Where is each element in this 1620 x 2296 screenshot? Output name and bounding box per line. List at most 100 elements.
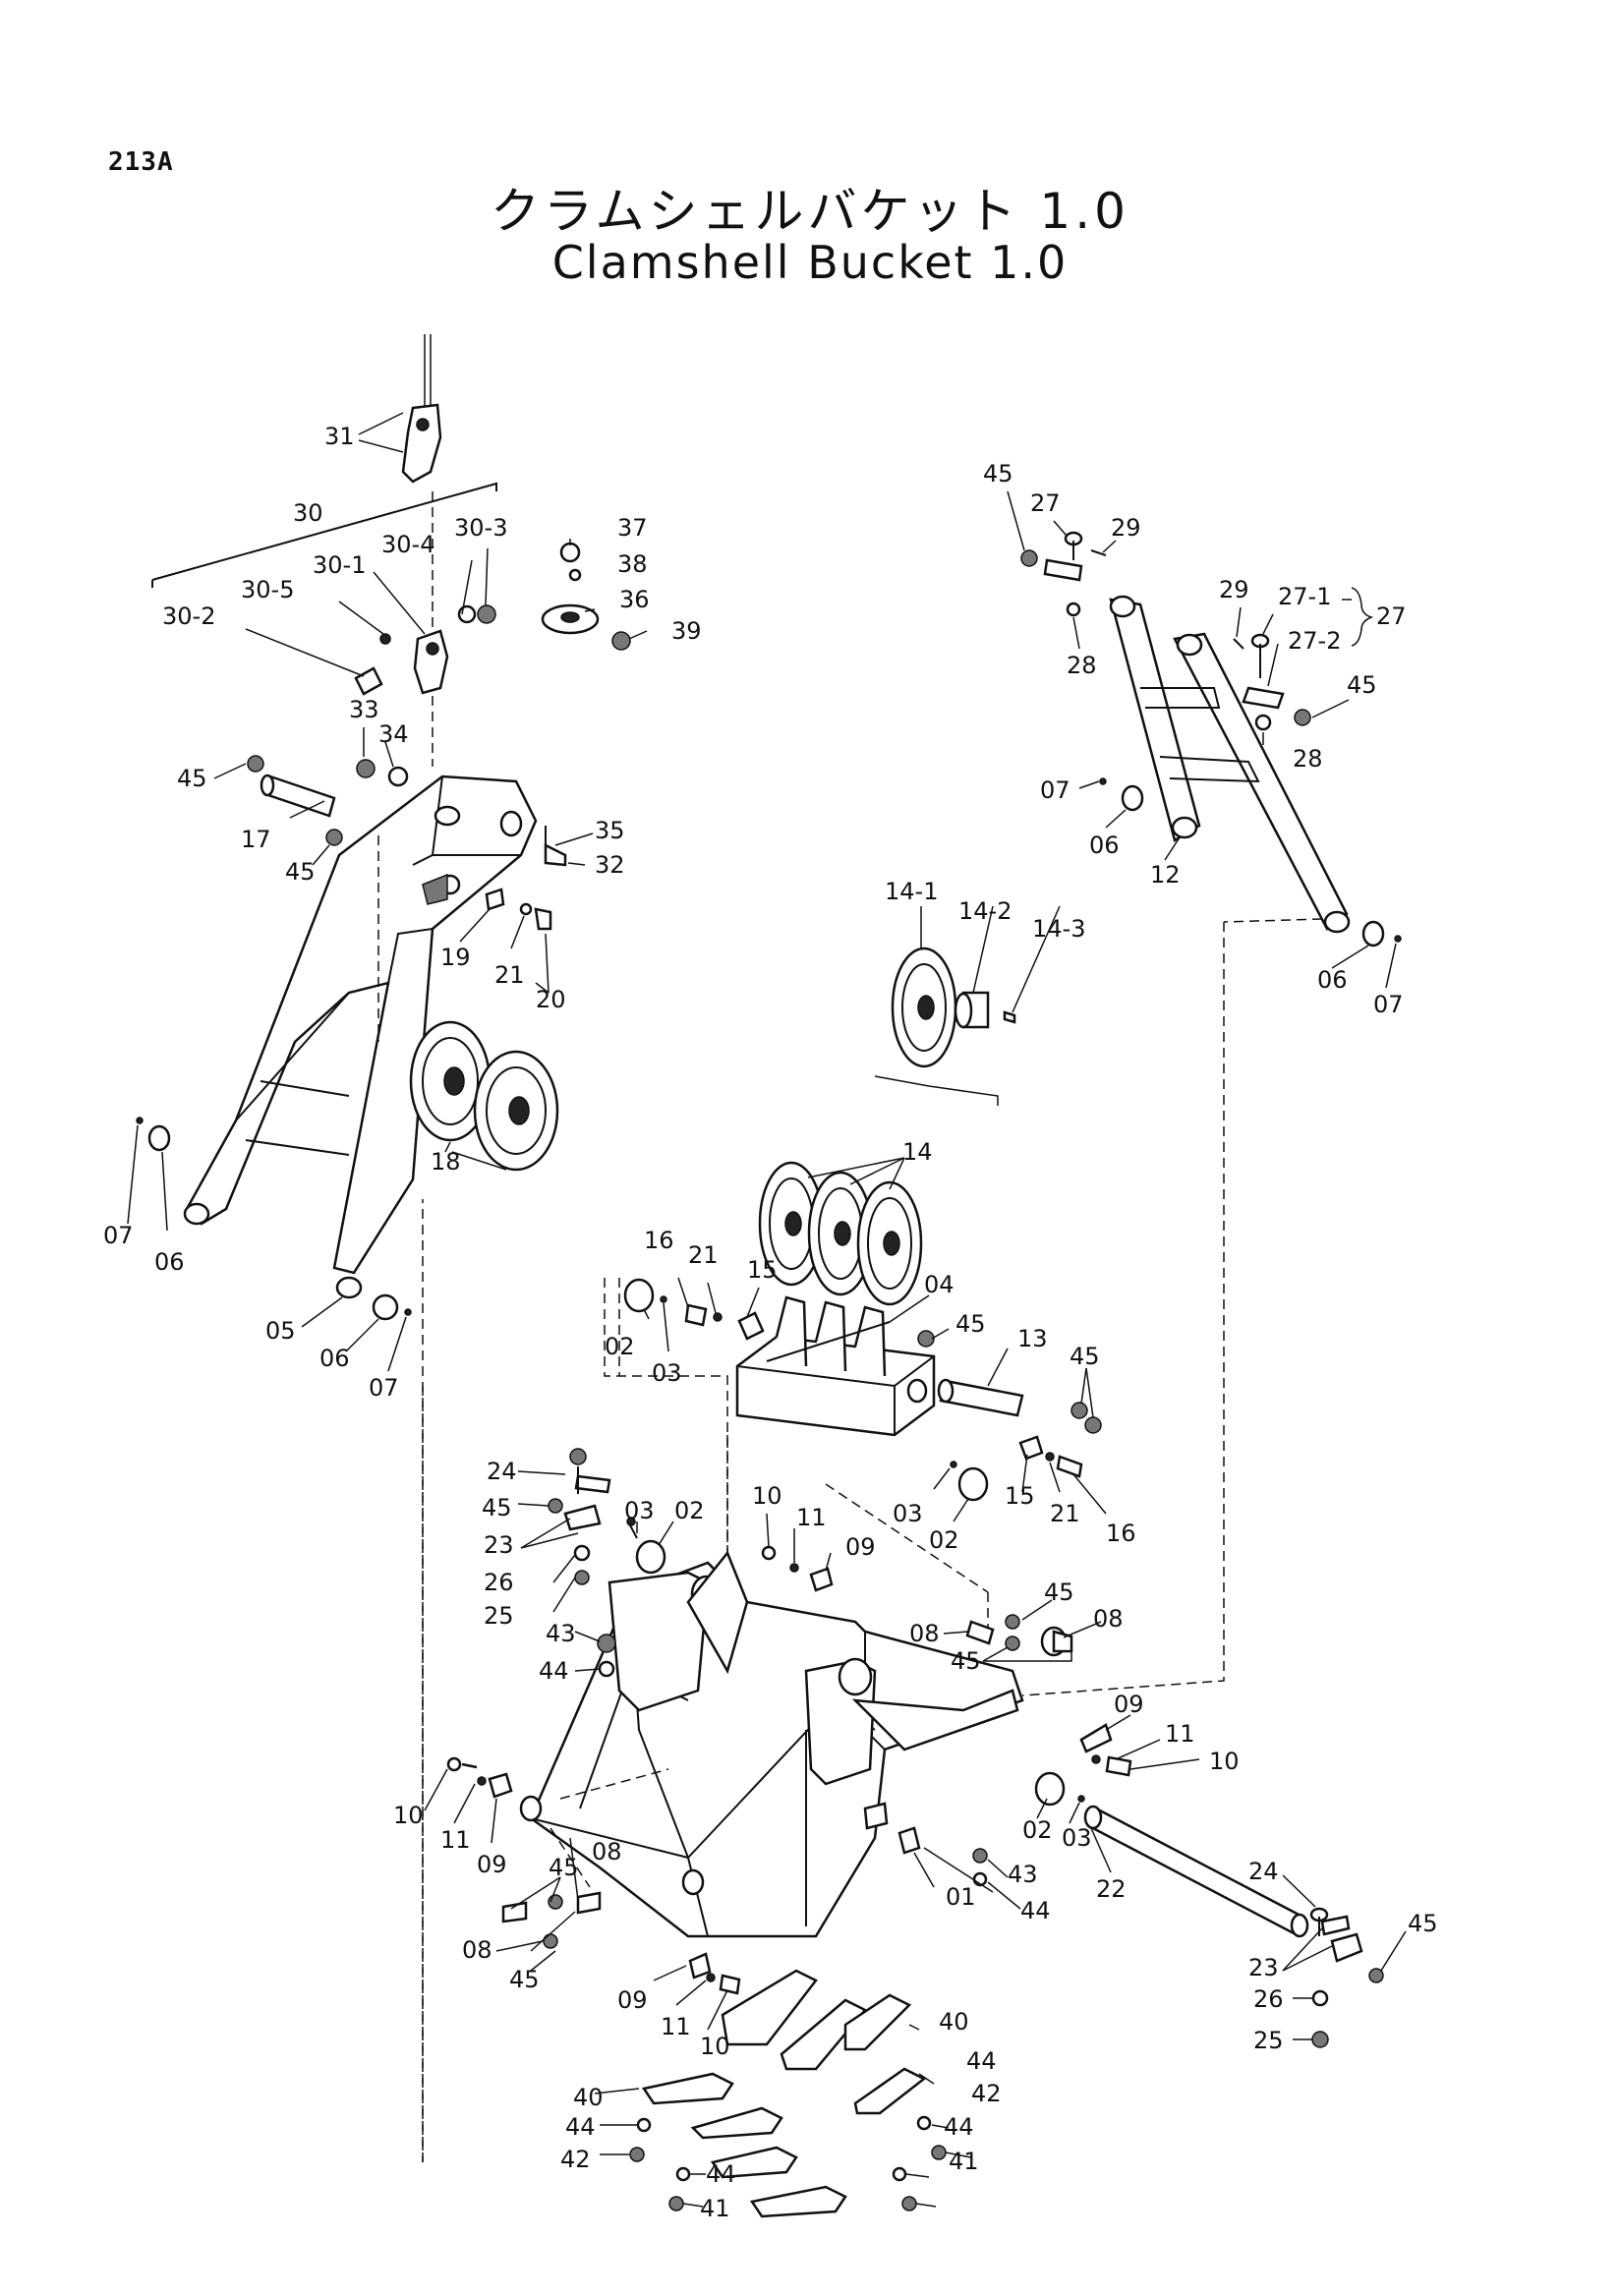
label-24-a: 24 bbox=[487, 1458, 517, 1485]
label-42-a: 42 bbox=[971, 2080, 1002, 2107]
leader-lines bbox=[127, 412, 1407, 2208]
sheaves-14-part bbox=[758, 1161, 923, 1306]
label-19: 19 bbox=[440, 944, 471, 971]
label-45-e: 45 bbox=[955, 1310, 986, 1338]
sheaves-18-part bbox=[409, 1020, 559, 1172]
label-36: 36 bbox=[619, 586, 650, 613]
label-29-b: 29 bbox=[1219, 576, 1249, 603]
title-english: Clamshell Bucket 1.0 bbox=[551, 236, 1069, 289]
label-28-b: 28 bbox=[1293, 745, 1323, 773]
label-16-b: 16 bbox=[1106, 1520, 1136, 1547]
label-30-5: 30-5 bbox=[241, 576, 294, 603]
label-41-b: 41 bbox=[700, 2195, 730, 2222]
label-26-a: 26 bbox=[484, 1569, 514, 1596]
label-20: 20 bbox=[536, 986, 566, 1013]
label-23-a: 23 bbox=[484, 1531, 514, 1559]
bucket-body-01-part bbox=[519, 1550, 1024, 1938]
label-02-d: 02 bbox=[1022, 1816, 1053, 1844]
upper-frame-part bbox=[183, 775, 538, 2162]
label-45-b: 45 bbox=[285, 858, 316, 886]
label-33: 33 bbox=[349, 696, 379, 723]
label-14-1: 14-1 bbox=[885, 878, 938, 905]
label-01: 01 bbox=[946, 1883, 976, 1911]
label-45-f: 45 bbox=[1070, 1343, 1100, 1370]
label-44-e: 44 bbox=[565, 2113, 596, 2141]
label-28-a: 28 bbox=[1067, 652, 1097, 679]
teeth-40-part bbox=[629, 1969, 947, 2218]
label-44-d: 44 bbox=[944, 2113, 974, 2141]
label-11-a: 11 bbox=[796, 1504, 827, 1531]
label-40-b: 40 bbox=[573, 2084, 604, 2111]
link-12-part bbox=[1020, 531, 1402, 1696]
label-29-a: 29 bbox=[1111, 514, 1141, 542]
label-44-b: 44 bbox=[1020, 1897, 1051, 1924]
label-22: 22 bbox=[1096, 1875, 1127, 1903]
label-14-2: 14-2 bbox=[958, 897, 1012, 925]
label-11-b: 11 bbox=[1165, 1720, 1195, 1748]
label-45-g: 45 bbox=[482, 1494, 512, 1521]
label-14: 14 bbox=[902, 1138, 933, 1166]
block-hardware bbox=[623, 1278, 1102, 1502]
label-14-3: 14-3 bbox=[1032, 915, 1085, 943]
label-40-a: 40 bbox=[939, 2008, 969, 2036]
label-07-b: 07 bbox=[369, 1374, 399, 1402]
label-45-h: 45 bbox=[1044, 1578, 1074, 1606]
label-30-4: 30-4 bbox=[381, 531, 434, 558]
label-09-a: 09 bbox=[845, 1533, 876, 1561]
label-09-b: 09 bbox=[1114, 1691, 1144, 1718]
label-06-d: 06 bbox=[1317, 966, 1348, 994]
label-45-l: 45 bbox=[1408, 1910, 1438, 1937]
label-07-a: 07 bbox=[103, 1222, 134, 1249]
label-11-d: 11 bbox=[661, 2013, 691, 2040]
label-09-d: 09 bbox=[617, 1986, 648, 2014]
sheave-14-1-part bbox=[874, 947, 1016, 1106]
label-08-d: 08 bbox=[462, 1936, 492, 1964]
pin-17-part bbox=[247, 755, 567, 931]
label-06-a: 06 bbox=[154, 1248, 185, 1276]
label-12: 12 bbox=[1150, 861, 1181, 889]
label-30-2: 30-2 bbox=[162, 603, 215, 630]
label-32: 32 bbox=[595, 851, 625, 879]
label-02-a: 02 bbox=[605, 1333, 635, 1360]
label-26-b: 26 bbox=[1253, 1985, 1284, 2013]
label-27-2: 27-2 bbox=[1288, 627, 1341, 655]
label-18: 18 bbox=[431, 1148, 461, 1176]
sheave-block-04-part bbox=[735, 1295, 936, 1437]
label-21-c: 21 bbox=[1050, 1500, 1080, 1527]
label-08-b: 08 bbox=[1093, 1605, 1124, 1633]
label-03-b: 03 bbox=[624, 1497, 655, 1524]
label-30: 30 bbox=[293, 499, 323, 527]
label-16-a: 16 bbox=[644, 1227, 674, 1254]
page-number: 213A bbox=[108, 147, 174, 177]
label-30-1: 30-1 bbox=[313, 551, 366, 579]
label-45-a: 45 bbox=[177, 765, 207, 792]
label-17: 17 bbox=[241, 826, 271, 853]
label-11-c: 11 bbox=[440, 1826, 471, 1854]
label-10-b: 10 bbox=[1209, 1748, 1240, 1775]
label-13: 13 bbox=[1017, 1325, 1048, 1352]
label-06-b: 06 bbox=[319, 1345, 350, 1372]
label-45-i: 45 bbox=[951, 1647, 981, 1675]
label-30-3: 30-3 bbox=[454, 514, 507, 542]
label-10-a: 10 bbox=[752, 1482, 782, 1510]
shaft-22-part bbox=[1083, 1805, 1384, 2048]
title-japanese: クラムシェルバケット 1.0 bbox=[491, 183, 1129, 240]
label-21-b: 21 bbox=[688, 1241, 719, 1269]
label-15-b: 15 bbox=[1005, 1482, 1035, 1510]
label-02-b: 02 bbox=[674, 1497, 705, 1524]
label-45-c: 45 bbox=[983, 460, 1013, 488]
label-07-c: 07 bbox=[1040, 776, 1070, 804]
label-15-a: 15 bbox=[747, 1256, 778, 1284]
label-07-d: 07 bbox=[1373, 991, 1404, 1018]
label-44-a: 44 bbox=[539, 1657, 569, 1685]
part-labels: 31 30 30-3 30-4 30-1 30-5 30-2 37 38 36 … bbox=[103, 423, 1438, 2222]
rope-socket-part bbox=[401, 334, 442, 767]
bushings-06-07-left bbox=[136, 1117, 412, 1321]
label-03-c: 03 bbox=[893, 1500, 923, 1527]
label-23-b: 23 bbox=[1248, 1954, 1279, 1981]
label-41-a: 41 bbox=[949, 2148, 979, 2175]
label-24-b: 24 bbox=[1248, 1858, 1279, 1885]
hardware-30 bbox=[354, 542, 631, 787]
label-43-a: 43 bbox=[546, 1620, 576, 1647]
